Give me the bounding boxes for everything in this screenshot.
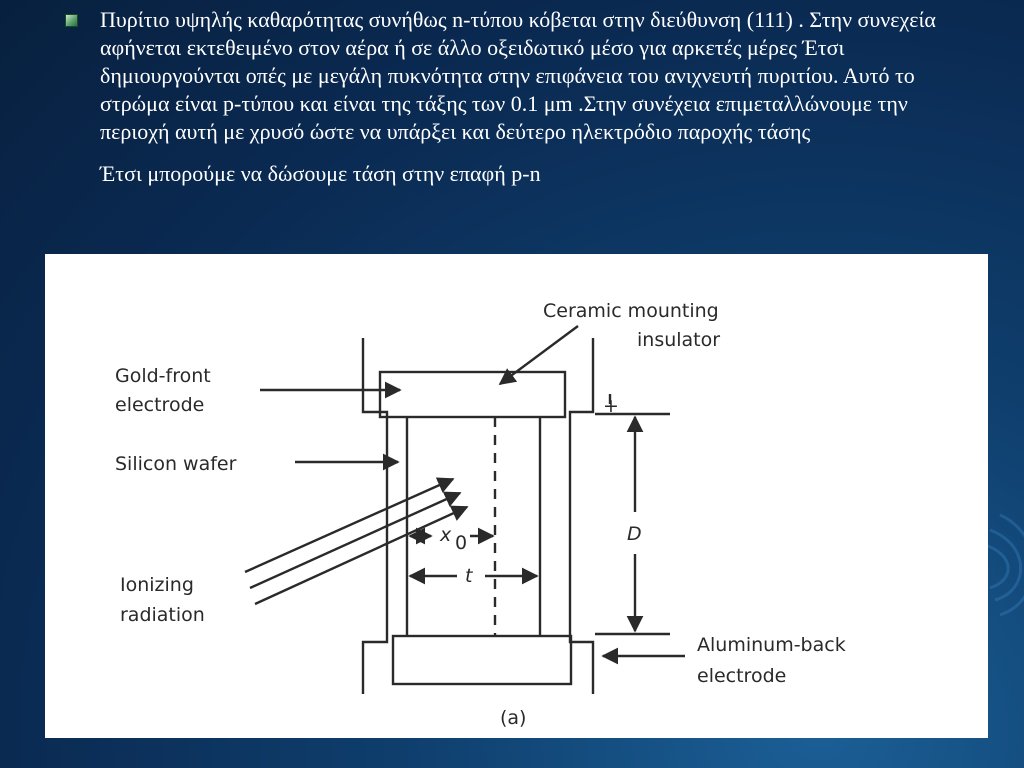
ceramic-pointer-arrow <box>498 325 579 386</box>
radiation-ray-2 <box>249 491 462 590</box>
bullet-icon <box>65 14 78 27</box>
gold-label-line1: Gold-front <box>115 365 211 387</box>
housing-right-wall <box>568 338 595 694</box>
top-insulator-block <box>378 370 567 419</box>
detector-diagram: Ceramic mounting insulator Gold-front el… <box>45 254 988 738</box>
housing-left-wall <box>361 338 389 694</box>
figure-caption: (a) <box>500 707 526 729</box>
bullet-paragraph: Πυρίτιο υψηλής καθαρότητας συνήθως n-τύπ… <box>100 7 936 144</box>
x0-dimension-label: x <box>439 524 452 546</box>
t-dimension-label: t <box>465 565 474 587</box>
radiation-ray-3 <box>254 505 469 606</box>
slide-text: Πυρίτιο υψηλής καθαρότητας συνήθως n-τύπ… <box>100 6 980 188</box>
radiation-ray-1 <box>244 477 455 574</box>
ceramic-label-line1: Ceramic mounting <box>543 300 719 322</box>
conclusion-paragraph: Έτσι μπορούμε να δώσουμε τάση στην επαφή… <box>100 161 541 186</box>
plus-terminal-label: + <box>603 395 619 417</box>
x0-subscript-label: 0 <box>455 532 467 554</box>
gold-label-line2: electrode <box>115 394 204 416</box>
aluminum-label-line1: Aluminum-back <box>697 634 846 656</box>
ionizing-label-line1: Ionizing <box>120 574 194 596</box>
ionizing-label-line2: radiation <box>120 604 205 626</box>
silicon-label: Silicon wafer <box>115 453 237 475</box>
bottom-insulator-block <box>391 634 573 686</box>
ceramic-label-line2: insulator <box>637 329 720 351</box>
detector-diagram-svg: Ceramic mounting insulator Gold-front el… <box>115 300 846 729</box>
aluminum-label-line2: electrode <box>697 665 786 687</box>
d-dimension-label: D <box>627 523 642 545</box>
